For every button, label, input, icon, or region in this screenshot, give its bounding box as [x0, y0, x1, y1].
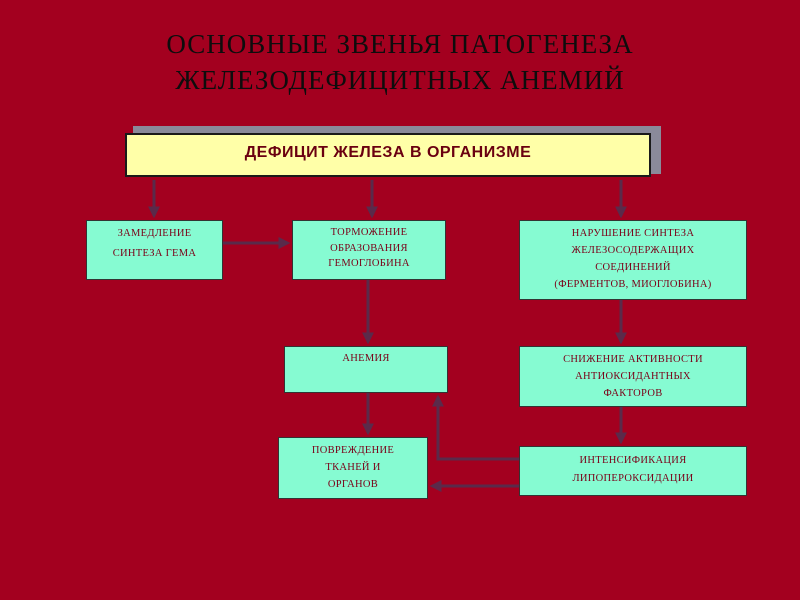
node-hemoglobin-inhibition: ТОРМОЖЕНИЕ ОБРАЗОВАНИЯ ГЕМОГЛОБИНА: [292, 220, 446, 280]
node-anemia: АНЕМИЯ: [284, 346, 448, 393]
node-antioxidant-decrease: СНИЖЕНИЕ АКТИВНОСТИ АНТИОКСИДАНТНЫХ ФАКТ…: [519, 346, 747, 407]
node-synthesis-disorder: НАРУШЕНИЕ СИНТЕЗА ЖЕЛЕЗОСОДЕРЖАЩИХ СОЕДИ…: [519, 220, 747, 300]
node-iron-deficiency-label: ДЕФИЦИТ ЖЕЛЕЗА В ОРГАНИЗМЕ: [244, 144, 532, 161]
node-tissue-damage: ПОВРЕЖДЕНИЕ ТКАНЕЙ И ОРГАНОВ: [278, 437, 428, 499]
arrow-lipo-to-anemia: [432, 394, 519, 461]
node-lipoperoxidation: ИНТЕНСИФИКАЦИЯ ЛИПОПЕРОКСИДАЦИИ: [519, 446, 747, 496]
diagram-title: ОСНОВНЫЕ ЗВЕНЬЯ ПАТОГЕНЕЗА ЖЕЛЕЗОДЕФИЦИТ…: [166, 29, 634, 95]
node-heme-synthesis: ЗАМЕДЛЕНИЕ СИНТЕЗА ГЕМА: [86, 220, 223, 280]
node-iron-deficiency: ДЕФИЦИТ ЖЕЛЕЗА В ОРГАНИЗМЕ: [125, 133, 651, 177]
